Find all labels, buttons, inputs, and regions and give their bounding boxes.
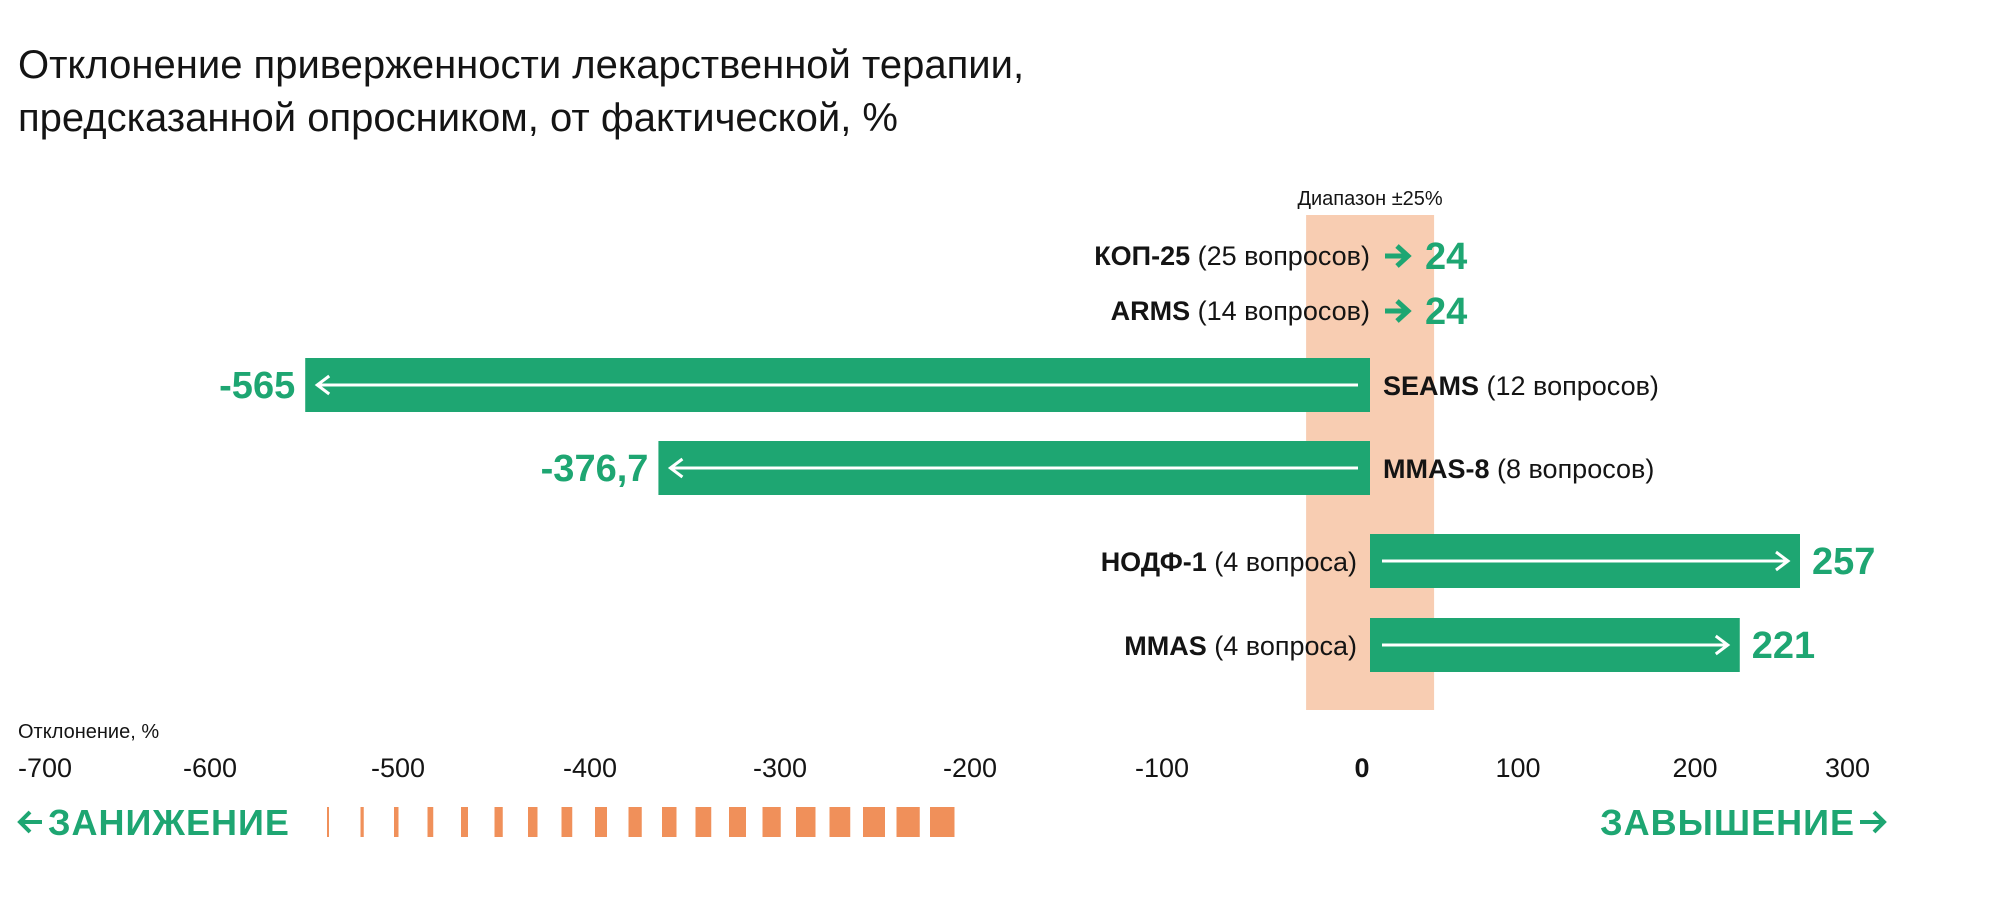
row-label-3: MMAS-8 (8 вопросов) (1383, 454, 1654, 484)
scale-dash-3 (427, 807, 434, 837)
x-tick-label-3: -400 (563, 753, 617, 783)
scale-dash-16 (863, 807, 885, 837)
row-label-2: SEAMS (12 вопросов) (1383, 371, 1659, 401)
row-label-4-detail: (4 вопроса) (1214, 547, 1357, 577)
value-label-4: 257 (1812, 541, 1875, 583)
left-arrow-icon (17, 810, 32, 834)
row-label-0: КОП-25 (25 вопросов) (1094, 241, 1370, 271)
x-axis-label: Отклонение, % (18, 721, 159, 743)
value-label-1: 24 (1425, 291, 1467, 333)
row-label-4-name: НОДФ-1 (1101, 547, 1215, 577)
chart-title-line-2: предсказанной опросником, от фактической… (18, 96, 898, 140)
x-axis-ticks: -700 -600 -500 -400 -300 -200 -100 0 100 200 300 (18, 753, 1870, 783)
scale-dash-8 (595, 807, 607, 837)
x-tick-label-4: -300 (753, 753, 807, 783)
scale-dash-14 (796, 807, 816, 837)
scale-dash-5 (494, 807, 503, 837)
scale-left-label: ЗАНИЖЕНИЕ (48, 802, 290, 843)
bar-arrow-head-3 (667, 457, 684, 479)
x-tick-label-8: 100 (1495, 753, 1540, 783)
scale-dash-12 (729, 807, 746, 837)
row-label-0-detail: (25 вопросов) (1198, 241, 1370, 271)
x-tick-label-10: 300 (1825, 753, 1870, 783)
row-label-2-detail: (12 вопросов) (1487, 371, 1659, 401)
bar-arrow-head-5 (1714, 634, 1731, 656)
scale-dash-2 (394, 807, 399, 837)
row-1: ARMS (14 вопросов) 24 (1111, 291, 1468, 333)
row-5: MMAS (4 вопроса) 221 (1124, 618, 1815, 672)
row-0: КОП-25 (25 вопросов) 24 (1094, 236, 1467, 278)
scale-right-label: ЗАВЫШЕНИЕ (1600, 802, 1855, 843)
row-2: SEAMS (12 вопросов) -565 (219, 358, 1659, 412)
value-label-0: 24 (1425, 236, 1467, 278)
row-label-2-name: SEAMS (1383, 371, 1487, 401)
row-label-3-detail: (8 вопросов) (1497, 454, 1654, 484)
value-label-5: 221 (1752, 625, 1815, 667)
bar-arrow-head-4 (1775, 550, 1791, 572)
band-label: Диапазон ±25% (1297, 188, 1442, 210)
arrow-head-1 (1395, 299, 1412, 323)
x-tick-label-2: -500 (371, 753, 425, 783)
row-label-5: MMAS (4 вопроса) (1124, 631, 1357, 661)
chart-title-line-1: Отклонение приверженности лекарственной … (18, 43, 1024, 87)
scale-dash-15 (829, 807, 851, 837)
x-tick-label-5: -200 (943, 753, 997, 783)
row-label-3-name: MMAS-8 (1383, 454, 1497, 484)
x-tick-label-6: -100 (1135, 753, 1189, 783)
scale-dash-10 (662, 807, 677, 837)
x-tick-label-7: 0 (1354, 753, 1369, 783)
scale-dash-1 (360, 807, 364, 837)
row-label-4: НОДФ-1 (4 вопроса) (1101, 547, 1357, 577)
scale-dash-6 (528, 807, 538, 837)
value-label-3: -376,7 (541, 448, 649, 490)
row-4: НОДФ-1 (4 вопроса) 257 (1101, 534, 1875, 588)
bar-arrow-head-2 (314, 374, 331, 396)
scale-dash-7 (561, 807, 573, 837)
row-label-1-detail: (14 вопросов) (1198, 296, 1370, 326)
scale-dash-4 (461, 807, 468, 837)
x-tick-label-9: 200 (1672, 753, 1717, 783)
scale-dash-11 (695, 807, 712, 837)
value-label-2: -565 (219, 365, 295, 407)
arrow-head-0 (1395, 244, 1412, 268)
scale-dash-9 (628, 807, 642, 837)
right-arrow-icon (1872, 810, 1887, 834)
row-label-5-detail: (4 вопроса) (1214, 631, 1357, 661)
row-label-0-name: КОП-25 (1094, 241, 1197, 271)
x-tick-label-0: -700 (18, 753, 72, 783)
deviation-scale: ЗАНИЖЕНИЕ ЗАВЫШЕНИЕ (17, 802, 1887, 843)
row-label-5-name: MMAS (1124, 631, 1214, 661)
scale-dash-13 (762, 807, 781, 837)
scale-dash-18 (930, 807, 955, 837)
row-3: MMAS-8 (8 вопросов) -376,7 (541, 441, 1654, 495)
scale-dash-0 (327, 807, 329, 837)
row-label-1: ARMS (14 вопросов) (1111, 296, 1370, 326)
row-label-1-name: ARMS (1111, 296, 1198, 326)
x-tick-label-1: -600 (183, 753, 237, 783)
scale-dash-17 (896, 807, 920, 837)
